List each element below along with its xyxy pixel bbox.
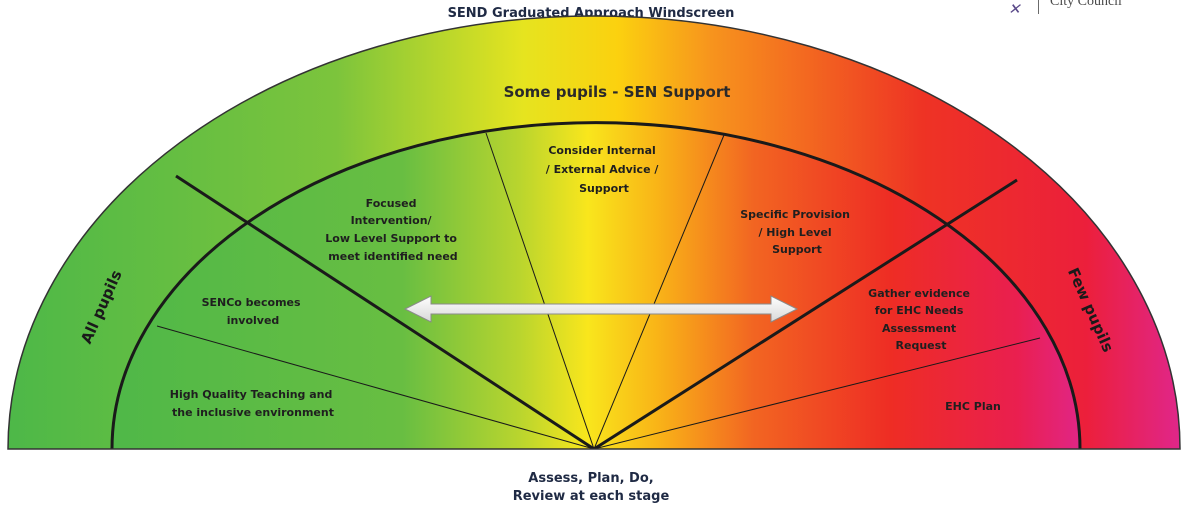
inner-boundary-line [110,121,1082,449]
page-title: SEND Graduated Approach Windscreen [447,6,735,21]
consider-advice-label: Consider Internal / External Advice / Su… [546,144,662,195]
windscreen-diagram: Some pupils - SEN Support All pupils Few… [7,15,1181,450]
council-name: City Council [1050,0,1122,9]
specific-provision-label: Specific Provision / High Level Support [740,208,854,256]
top-band-label: Some pupils - SEN Support [504,83,731,101]
divider-left-main [175,174,595,449]
senco-involved-label: SENCo becomes involved [202,296,305,327]
divider-right-main [593,178,1018,449]
focused-intervention-label: Focused Intervention/ Low Level Support … [325,197,461,263]
divider-senco-hqt [156,325,595,449]
footer-line-1: Assess, Plan, Do, [528,471,654,486]
divider-focused-consider [485,132,595,449]
council-emblem-icon: ✕ [1008,0,1021,18]
divider-consider-specific [593,134,725,449]
gather-evidence-label: Gather evidence for EHC Needs Assessment… [868,287,974,352]
ehc-plan-label: EHC Plan [945,400,1001,413]
footer-caption: Assess, Plan, Do, Review at each stage [0,470,1182,506]
logo-divider [1038,0,1039,14]
high-quality-teaching-label: High Quality Teaching and the inclusive … [170,388,336,419]
council-logo: ✕ City Council [994,0,1174,18]
inner-area [112,122,1080,449]
footer-line-2: Review at each stage [512,489,670,504]
outer-edge [7,15,1181,450]
double-arrow-icon [403,295,799,323]
divider-gather-ehc [593,337,1041,449]
